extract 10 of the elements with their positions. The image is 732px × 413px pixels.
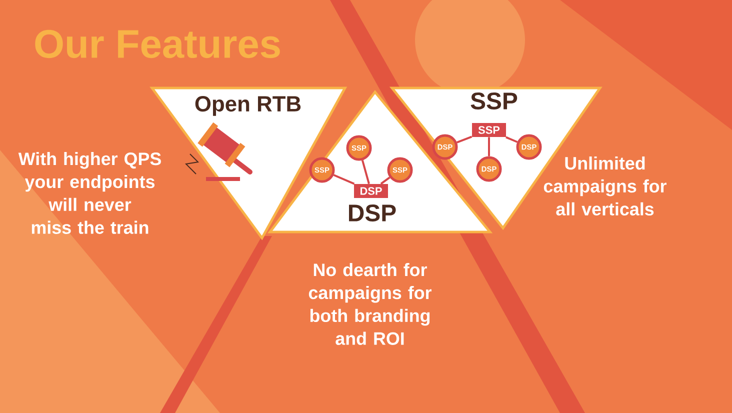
connector-line bbox=[380, 176, 390, 185]
connector-line bbox=[361, 160, 370, 184]
feature-text: No dearth for campaigns for both branding and ROI bbox=[308, 263, 432, 345]
connector-line bbox=[506, 136, 518, 143]
title: Our Features bbox=[35, 30, 280, 58]
connector-line bbox=[456, 136, 472, 144]
connector-line bbox=[488, 137, 490, 156]
hub-box: SSP bbox=[472, 123, 506, 137]
connector-line bbox=[333, 174, 355, 185]
hub-box: DSP bbox=[354, 184, 388, 198]
